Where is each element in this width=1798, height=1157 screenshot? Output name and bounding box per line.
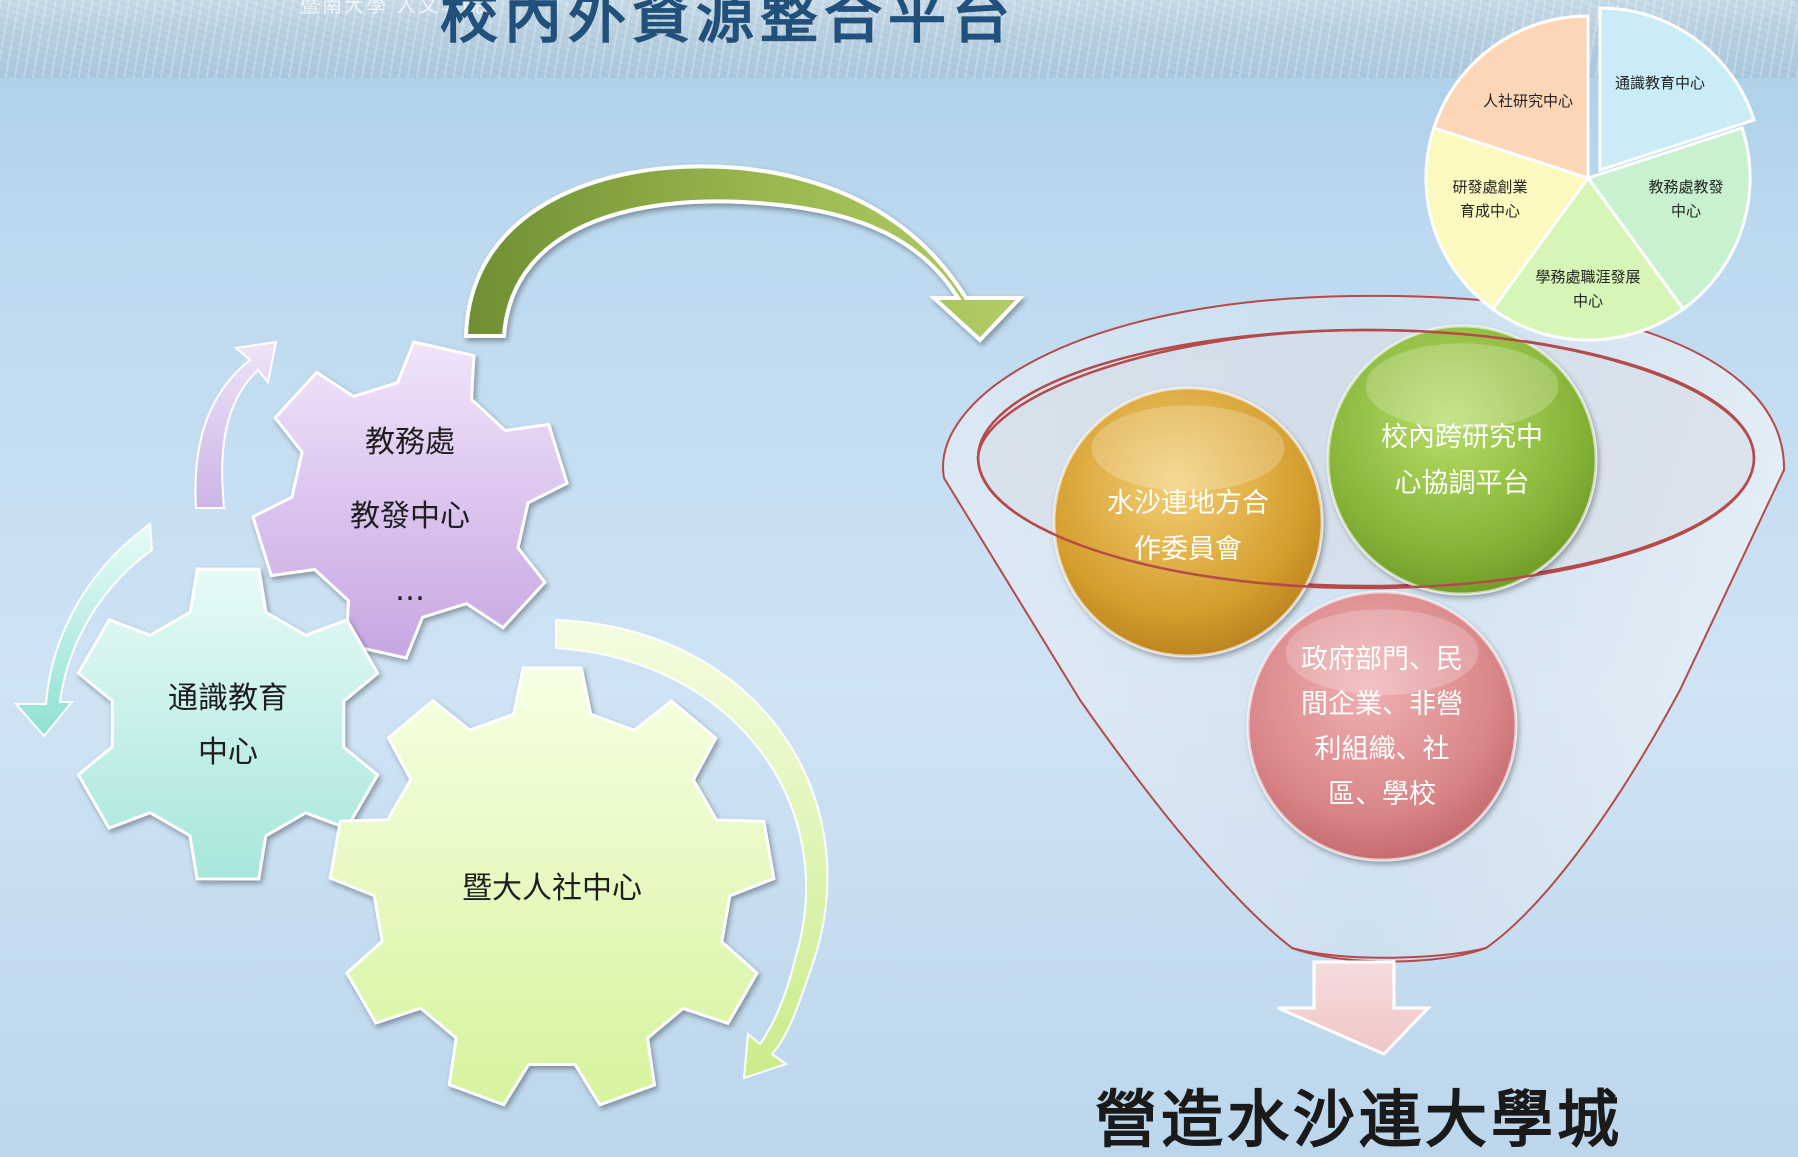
ball-external-partners-circle [1246,590,1518,862]
gear-academic-affairs-label-line-3: … [395,573,425,608]
pie-slice-teaching-dev-wedge [1585,126,1752,312]
gear-general-education-label-line-1: 通識教育 [168,681,288,716]
ball-external-partners-label-line-1: 政府部門、民 [1301,644,1463,675]
cycle-arrows [13,340,829,1080]
pie-slice-general-ed: 通識教育中心 [1598,6,1756,173]
ball-external-partners-label-line-2: 間企業、非營 [1301,689,1463,720]
pie-slice-teaching-dev-label-line-2: 中心 [1671,202,1701,220]
pie-slice-humanities-research-wedge [1432,14,1590,181]
ball-cross-research-highlight [1365,343,1559,430]
slogan: 營造水沙連大學城 [1095,1083,1624,1156]
pie-slice-career-dev-wedge [1490,175,1686,342]
gear-humanities-center: 暨大人社中心 [328,666,776,1107]
gear-academic-affairs-label-line-2: 教發中心 [350,499,470,534]
ball-water-sand-lian-highlight [1091,405,1285,492]
pie-slice-career-dev-label-line-2: 中心 [1573,292,1603,310]
gear-academic-affairs-shape [251,340,569,660]
gear-general-education: 通識教育中心 [76,567,380,881]
pie-slice-humanities-research: 人社研究中心 [1432,14,1590,181]
teal-curved-arrow [13,522,154,738]
gear-humanities-center-label-line-1: 暨大人社中心 [462,871,642,906]
pie-slice-general-ed-label-line-1: 通識教育中心 [1615,74,1705,92]
page-title: 校內外資源整合平台 [440,0,1017,51]
pie-slice-humanities-research-label-line-1: 人社研究中心 [1483,92,1573,110]
ball-cross-research-circle [1326,324,1598,596]
purple-curved-arrow [194,340,278,509]
big-curved-arrow [463,164,1025,343]
ball-water-sand-lian-label-line-2: 作委員會 [1134,534,1242,565]
pie-slice-general-ed-wedge [1598,6,1756,173]
pie-slice-incubation-wedge [1424,126,1591,312]
gear-academic-affairs: 教務處教發中心 … [251,340,569,660]
gear-general-education-label-line-2: 中心 [198,735,258,770]
green-curved-arrow [555,618,829,1080]
ball-cross-research-label-line-2: 心協調平台 [1395,468,1530,499]
pie-slice-incubation-label-line-2: 育成中心 [1460,202,1520,220]
down-arrow [1277,960,1432,1056]
ball-cross-research-label-line-1: 校內跨研究中 [1381,422,1543,453]
pie-slice-incubation-label-line-1: 研發處創業 [1452,178,1527,196]
funnel-front-rim [976,328,1756,590]
ball-external-partners-highlight [1285,609,1479,696]
university-logo-text: 暨南大學 人文學院 [300,0,485,17]
pie-slice-career-dev-label-line-1: 學務處職涯發展 [1535,268,1640,286]
ball-water-sand-lian-label-line-1: 水沙連地方合 [1107,488,1269,519]
ball-external-partners-label-line-3: 利組織、社 [1315,734,1450,765]
header-banner: 暨南大學 人文學院 [0,0,1798,78]
gear-humanities-center-shape [328,666,776,1107]
gear-academic-affairs-label-line-1: 教務處 [365,425,455,460]
pie-slice-teaching-dev-label-line-1: 教務處教發 [1648,178,1723,196]
ball-water-sand-lian-circle [1052,386,1324,658]
ball-external-partners-label-line-4: 區、學校 [1328,779,1436,810]
gear-general-education-shape [76,567,380,881]
balls-group: 水沙連地方合作委員會校內跨研究中心協調平台政府部門、民間企業、非營利組織、社區、… [1052,324,1598,862]
